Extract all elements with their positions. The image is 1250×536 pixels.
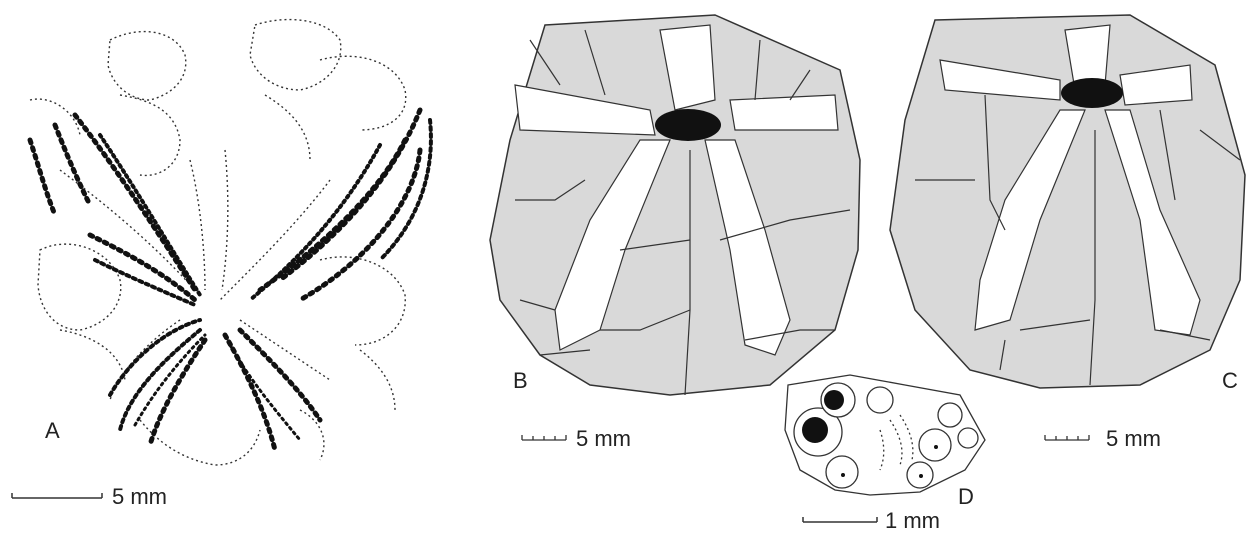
panel-a-drawing [30, 20, 406, 465]
scale-label-b: 5 mm [576, 426, 631, 452]
scale-bar-a [12, 493, 102, 498]
scale-label-c: 5 mm [1106, 426, 1161, 452]
panel-b-test [490, 15, 860, 395]
scale-bar-d [803, 517, 877, 522]
panel-c-test [890, 15, 1245, 388]
panel-a-petals [30, 110, 431, 450]
panel-d-apical-system [785, 375, 985, 495]
scale-label-d: 1 mm [885, 508, 940, 534]
panel-letter-d: D [958, 484, 974, 510]
scale-bar-c [1045, 435, 1089, 440]
scale-label-a: 5 mm [112, 484, 167, 510]
scale-bar-b [522, 435, 566, 440]
panel-letter-c: C [1222, 368, 1238, 394]
panel-letter-a: A [45, 418, 60, 444]
panel-letter-b: B [513, 368, 528, 394]
